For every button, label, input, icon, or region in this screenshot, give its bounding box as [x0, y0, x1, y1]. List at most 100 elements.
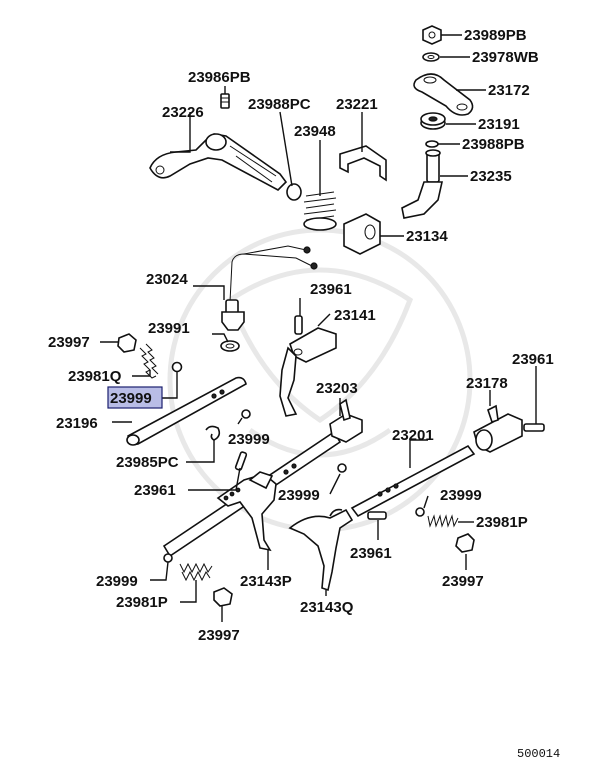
part-23999-ball-center[interactable]	[337, 463, 347, 473]
svg-text:500014: 500014	[517, 747, 560, 761]
part-23997-cap-left[interactable]	[117, 333, 137, 353]
label-23961-right[interactable]: 23961	[512, 351, 554, 368]
selection-highlight	[107, 386, 163, 409]
svg-text:23986PB: 23986PB	[188, 69, 251, 86]
svg-text:23999: 23999	[440, 487, 482, 504]
label-23986pb[interactable]: 23986PB	[188, 69, 251, 86]
part-23141-shift-lug[interactable]	[279, 327, 337, 417]
label-23999-mid[interactable]: 23999	[228, 431, 270, 448]
part-23997-cap-right[interactable]	[455, 533, 475, 553]
svg-text:23143Q: 23143Q	[300, 599, 354, 616]
svg-text:23999: 23999	[96, 573, 138, 590]
svg-text:23235: 23235	[470, 168, 512, 185]
part-23997-cap-low[interactable]	[213, 587, 233, 607]
svg-text:23988PB: 23988PB	[462, 136, 525, 153]
label-23978wb[interactable]: 23978WB	[472, 49, 539, 66]
part-23961-pin-right[interactable]	[523, 423, 545, 432]
part-23226-shift-shaft[interactable]	[149, 133, 288, 191]
svg-text:23024: 23024	[146, 271, 188, 288]
part-23143p-fork[interactable]	[216, 471, 277, 552]
leader-lines	[100, 34, 537, 622]
label-23999-center[interactable]: 23999	[278, 487, 320, 504]
label-23024[interactable]: 23024	[146, 271, 188, 288]
part-23986pb-plug[interactable]	[220, 93, 230, 109]
part-23961-pin-mid[interactable]	[234, 451, 248, 471]
label-23961-low[interactable]: 23961	[350, 545, 392, 562]
part-23134-block[interactable]	[343, 213, 381, 255]
part-23999-ball-low[interactable]	[163, 553, 173, 563]
label-23201[interactable]: 23201	[392, 427, 434, 444]
label-23961-top[interactable]: 23961	[310, 281, 352, 298]
part-23981p-spring-right[interactable]	[427, 514, 459, 528]
part-23178-lug[interactable]	[473, 404, 523, 453]
label-23948[interactable]: 23948	[294, 123, 336, 140]
label-23988pc[interactable]: 23988PC	[248, 96, 311, 113]
svg-text:23997: 23997	[48, 334, 90, 351]
part-23989pb-nut[interactable]	[422, 25, 442, 45]
label-23991[interactable]: 23991	[148, 320, 190, 337]
svg-text:23203: 23203	[316, 380, 358, 397]
label-23981p-left[interactable]: 23981P	[116, 594, 168, 611]
label-23997-right[interactable]: 23997	[442, 573, 484, 590]
label-23999-selected[interactable]: 23999	[107, 386, 163, 409]
part-23201-rail[interactable]	[350, 444, 476, 518]
part-23981q-spring[interactable]	[139, 343, 159, 379]
label-23997-left[interactable]: 23997	[48, 334, 90, 351]
label-23191[interactable]: 23191	[478, 116, 520, 133]
part-23948-spring[interactable]	[303, 191, 337, 231]
label-23178[interactable]: 23178	[466, 375, 508, 392]
svg-text:23191: 23191	[478, 116, 520, 133]
label-23141[interactable]: 23141	[334, 307, 376, 324]
label-23988pb[interactable]: 23988PB	[462, 136, 525, 153]
label-23235[interactable]: 23235	[470, 168, 512, 185]
label-23221[interactable]: 23221	[336, 96, 378, 113]
label-23134[interactable]: 23134	[406, 228, 448, 245]
label-23981q[interactable]: 23981Q	[68, 368, 122, 385]
part-23221-bracket[interactable]	[339, 145, 387, 182]
svg-text:23985PC: 23985PC	[116, 454, 179, 471]
label-23999-right[interactable]: 23999	[440, 487, 482, 504]
svg-text:23988PC: 23988PC	[248, 96, 311, 113]
label-23961-mid[interactable]: 23961	[134, 482, 176, 499]
part-23985pc-clip[interactable]	[205, 425, 221, 441]
part-23981p-spring-left[interactable]	[179, 562, 213, 582]
svg-text:23981P: 23981P	[116, 594, 168, 611]
label-23203[interactable]: 23203	[316, 380, 358, 397]
part-23988pc-ring[interactable]	[286, 183, 302, 201]
svg-text:23961: 23961	[350, 545, 392, 562]
part-23991-gasket[interactable]	[220, 340, 240, 352]
part-23999-ball-right[interactable]	[415, 507, 425, 517]
svg-text:23196: 23196	[56, 415, 98, 432]
reference-code: 500014	[517, 747, 560, 761]
label-23226[interactable]: 23226	[162, 104, 204, 121]
label-23143q[interactable]: 23143Q	[300, 599, 354, 616]
part-23024-switch[interactable]	[221, 245, 318, 331]
label-23997-low[interactable]: 23997	[198, 627, 240, 644]
svg-text:23201: 23201	[392, 427, 434, 444]
part-23172-lever[interactable]	[413, 73, 474, 116]
label-23981p-right[interactable]: 23981P	[476, 514, 528, 531]
part-23191-bushing[interactable]	[420, 112, 446, 130]
label-23172[interactable]: 23172	[488, 82, 530, 99]
label-23985pc[interactable]: 23985PC	[116, 454, 179, 471]
part-23988pb-ring[interactable]	[425, 140, 439, 148]
svg-text:23226: 23226	[162, 104, 204, 121]
part-23999-ball-selected[interactable]	[171, 361, 183, 373]
part-23196-rail[interactable]	[126, 376, 247, 446]
svg-text:23981Q: 23981Q	[68, 368, 122, 385]
label-23989pb[interactable]: 23989PB	[464, 27, 527, 44]
svg-text:23991: 23991	[148, 320, 190, 337]
part-23961-pin-low[interactable]	[367, 511, 387, 520]
svg-text:23134: 23134	[406, 228, 448, 245]
part-23978wb-washer[interactable]	[422, 52, 440, 62]
svg-text:23997: 23997	[442, 573, 484, 590]
part-23235-shaft-lever[interactable]	[401, 149, 443, 219]
part-23999-ball-mid[interactable]	[241, 409, 251, 419]
label-23999-low[interactable]: 23999	[96, 573, 138, 590]
part-23961-pin-top[interactable]	[294, 315, 303, 335]
label-23143p[interactable]: 23143P	[240, 573, 292, 590]
svg-text:23999: 23999	[278, 487, 320, 504]
part-23143q-fork[interactable]	[288, 508, 354, 592]
label-23196[interactable]: 23196	[56, 415, 98, 432]
svg-text:23141: 23141	[334, 307, 376, 324]
